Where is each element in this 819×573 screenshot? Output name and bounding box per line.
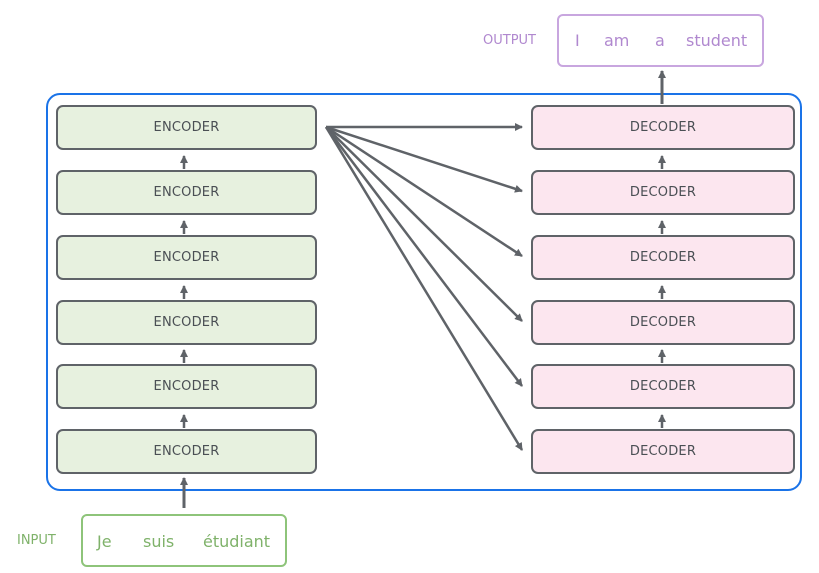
- stack-container: [46, 93, 802, 491]
- decoder-block: DECODER: [531, 170, 795, 215]
- decoder-block: DECODER: [531, 429, 795, 474]
- input-word: Je: [97, 532, 112, 551]
- encoder-block: ENCODER: [56, 105, 317, 150]
- encoder-block: ENCODER: [56, 429, 317, 474]
- encoder-to-decoder-arrow: [325, 125, 523, 193]
- encoder-to-decoder-arrow: [325, 126, 523, 322]
- encoder-block: ENCODER: [56, 300, 317, 345]
- output-word: am: [604, 31, 630, 50]
- output-word: I: [575, 31, 580, 50]
- output-sentence-box: [557, 14, 764, 67]
- input-word: étudiant: [203, 532, 271, 551]
- input-label: INPUT: [17, 533, 56, 548]
- output-word: student: [686, 31, 748, 50]
- encoder-block: ENCODER: [56, 364, 317, 409]
- encoder-to-decoder-arrow: [325, 126, 523, 387]
- decoder-block: DECODER: [531, 235, 795, 280]
- output-label: OUTPUT: [483, 33, 536, 48]
- encoder-block: ENCODER: [56, 235, 317, 280]
- decoder-block: DECODER: [531, 300, 795, 345]
- encoder-to-decoder-arrow: [324, 126, 524, 451]
- encoder-block: ENCODER: [56, 170, 317, 215]
- input-sentence-box: [81, 514, 287, 567]
- input-word: suis: [143, 532, 175, 551]
- encoder-to-decoder-arrow: [325, 125, 523, 258]
- output-word: a: [655, 31, 665, 50]
- decoder-block: DECODER: [531, 105, 795, 150]
- decoder-block: DECODER: [531, 364, 795, 409]
